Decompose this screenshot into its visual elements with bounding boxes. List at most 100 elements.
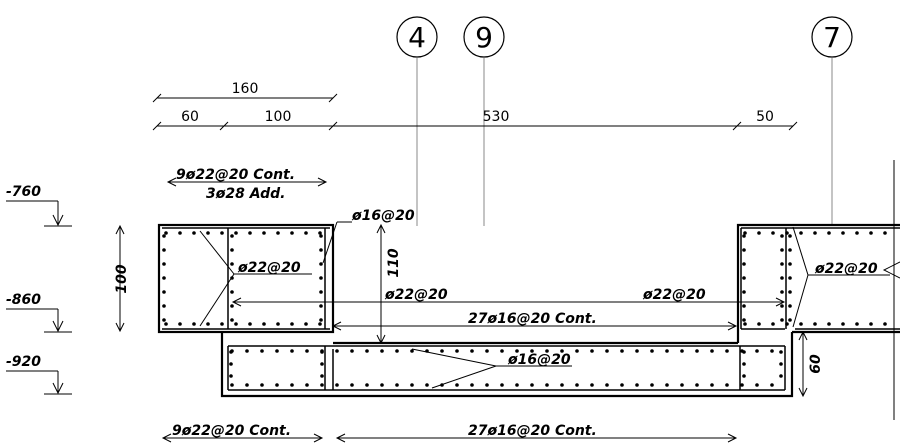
- rebar-dot: [799, 231, 803, 235]
- rebar-dot: [350, 383, 354, 387]
- rebar-dot: [164, 231, 168, 235]
- rebar-dot: [742, 248, 746, 252]
- main-bar-arrow: 27ø16@20 Cont.: [331, 311, 738, 331]
- rebar-dot: [178, 231, 182, 235]
- rebar-dot: [485, 383, 489, 387]
- rebar-dot: [192, 322, 196, 326]
- slab-stirrup-leader: ø16@20: [411, 348, 572, 389]
- rebar-dot: [162, 318, 166, 322]
- dim-60: 60: [181, 109, 199, 125]
- svg-text:ø16@20: ø16@20: [507, 352, 571, 368]
- rebar-dot: [780, 276, 784, 280]
- rebar-dot: [620, 349, 624, 353]
- rebar-dot: [245, 349, 249, 353]
- rebar-dot: [162, 262, 166, 266]
- dimension-chain: 60 100 530 50: [152, 109, 798, 131]
- rebar-dot: [869, 231, 873, 235]
- rebar-dot: [319, 262, 323, 266]
- rebar-dot: [230, 304, 234, 308]
- rebar-dot: [275, 383, 279, 387]
- svg-text:3ø28 Add.: 3ø28 Add.: [206, 186, 285, 202]
- rebar-dot: [665, 349, 669, 353]
- rebar-dot: [757, 322, 761, 326]
- rebar-dot: [779, 362, 783, 366]
- rebar-dot: [192, 231, 196, 235]
- rebar-dot: [771, 231, 775, 235]
- rebar-dot: [410, 349, 414, 353]
- rebar-dot: [230, 318, 234, 322]
- rebar-dot: [780, 262, 784, 266]
- svg-text:-760: -760: [6, 184, 41, 200]
- rebar-dot: [560, 383, 564, 387]
- rebar-dot: [276, 322, 280, 326]
- rebar-dot: [440, 349, 444, 353]
- rebar-dot: [395, 383, 399, 387]
- dim-50: 50: [756, 109, 774, 125]
- rebar-dot: [742, 304, 746, 308]
- rebar-dot: [545, 349, 549, 353]
- rebar-dot: [262, 322, 266, 326]
- rebar-dots: [162, 231, 887, 387]
- axis-bubble-9: 9: [463, 16, 505, 58]
- rebar-dot: [742, 374, 746, 378]
- rebar-dot: [779, 350, 783, 354]
- rebar-dot: [425, 383, 429, 387]
- rebar-dot: [290, 322, 294, 326]
- rebar-dot: [245, 383, 249, 387]
- rebar-dot: [485, 349, 489, 353]
- rebar-dot: [318, 231, 322, 235]
- rebar-dot: [841, 231, 845, 235]
- rebar-dot: [220, 231, 224, 235]
- level-marker-760: -760: [6, 184, 72, 227]
- rebar-dot: [883, 322, 887, 326]
- rebar-dot: [178, 322, 182, 326]
- rebar-dot: [380, 349, 384, 353]
- rebar-dot: [455, 383, 459, 387]
- rebar-dot: [162, 276, 166, 280]
- rebar-dot: [545, 383, 549, 387]
- rebar-dot: [260, 349, 264, 353]
- rebar-dot: [318, 322, 322, 326]
- rebar-dot: [305, 349, 309, 353]
- dimension-overall: 160: [152, 81, 338, 103]
- rebar-dot: [320, 350, 324, 354]
- rebar-dot: [305, 383, 309, 387]
- rebar-dot: [230, 262, 234, 266]
- rebar-dot: [575, 349, 579, 353]
- rebar-dot: [742, 262, 746, 266]
- rebar-dot: [725, 349, 729, 353]
- rebar-dot: [560, 349, 564, 353]
- rebar-dot: [788, 248, 792, 252]
- rebar-dot: [770, 349, 774, 353]
- svg-text:60: 60: [808, 354, 824, 374]
- svg-text:160: 160: [232, 81, 259, 97]
- rebar-dot: [335, 349, 339, 353]
- svg-text:-920: -920: [6, 354, 41, 370]
- svg-text:27ø16@20 Cont.: 27ø16@20 Cont.: [468, 311, 597, 327]
- rebar-dot: [365, 383, 369, 387]
- rebar-dot: [335, 383, 339, 387]
- bottom-left-callout: 9ø22@20 Cont.: [161, 423, 324, 443]
- rebar-dot: [515, 349, 519, 353]
- rebar-dot: [590, 349, 594, 353]
- rebar-dot: [229, 374, 233, 378]
- level-marker-920: -920: [6, 354, 72, 395]
- rebar-dot: [605, 349, 609, 353]
- rebar-dot: [855, 322, 859, 326]
- svg-text:ø22@20: ø22@20: [384, 287, 448, 303]
- rebar-dot: [515, 383, 519, 387]
- rebar-dot: [650, 383, 654, 387]
- svg-text:9ø22@20 Cont.: 9ø22@20 Cont.: [176, 167, 295, 183]
- right-beam-leader: ø22@20: [792, 226, 900, 328]
- rebar-dot: [500, 383, 504, 387]
- rebar-dot: [788, 234, 792, 238]
- svg-text:110: 110: [386, 248, 402, 277]
- mid-bar-arrow: ø22@20 ø22@20: [231, 287, 786, 307]
- top-rebar-callout: 9ø22@20 Cont. 3ø28 Add.: [166, 167, 328, 202]
- rebar-dot: [319, 304, 323, 308]
- rebar-dot: [785, 322, 789, 326]
- axis-bubble-7: 7: [811, 16, 853, 58]
- rebar-dot: [635, 383, 639, 387]
- rebar-dot: [234, 231, 238, 235]
